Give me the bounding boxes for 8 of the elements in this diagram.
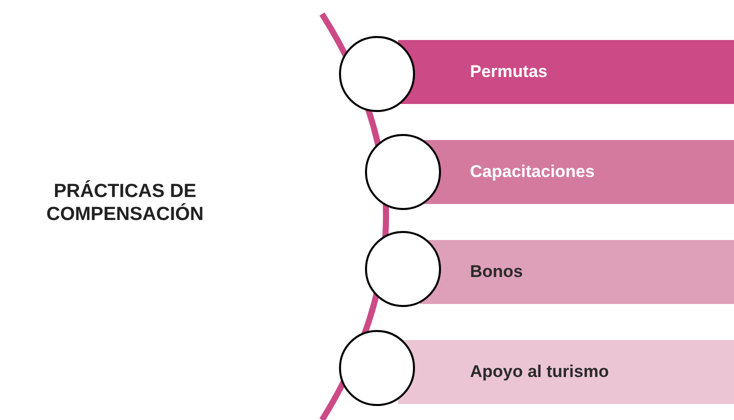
label-bar — [398, 40, 734, 104]
label-bar — [398, 340, 734, 404]
bar-label: Permutas — [470, 61, 548, 84]
label-bar — [420, 240, 734, 304]
title: PRÁCTICAS DE COMPENSACIÓN — [45, 180, 205, 226]
bar-label: Apoyo al turismo — [470, 361, 609, 384]
bar-label: Capacitaciones — [470, 161, 595, 184]
bar-label: Bonos — [470, 261, 523, 284]
